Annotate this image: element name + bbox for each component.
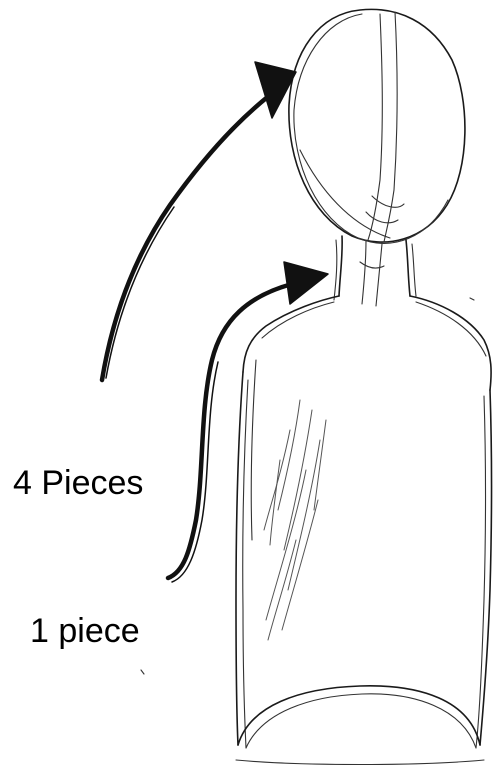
label-one-piece: 1 piece [30, 614, 140, 648]
body-cylinder [236, 296, 492, 765]
arrow-to-head [102, 62, 296, 380]
label-four-pieces: 4 Pieces [13, 466, 143, 500]
neck [334, 236, 416, 306]
head-sphere [289, 9, 465, 243]
arrow-to-body [168, 262, 328, 582]
stray-marks [141, 298, 474, 674]
